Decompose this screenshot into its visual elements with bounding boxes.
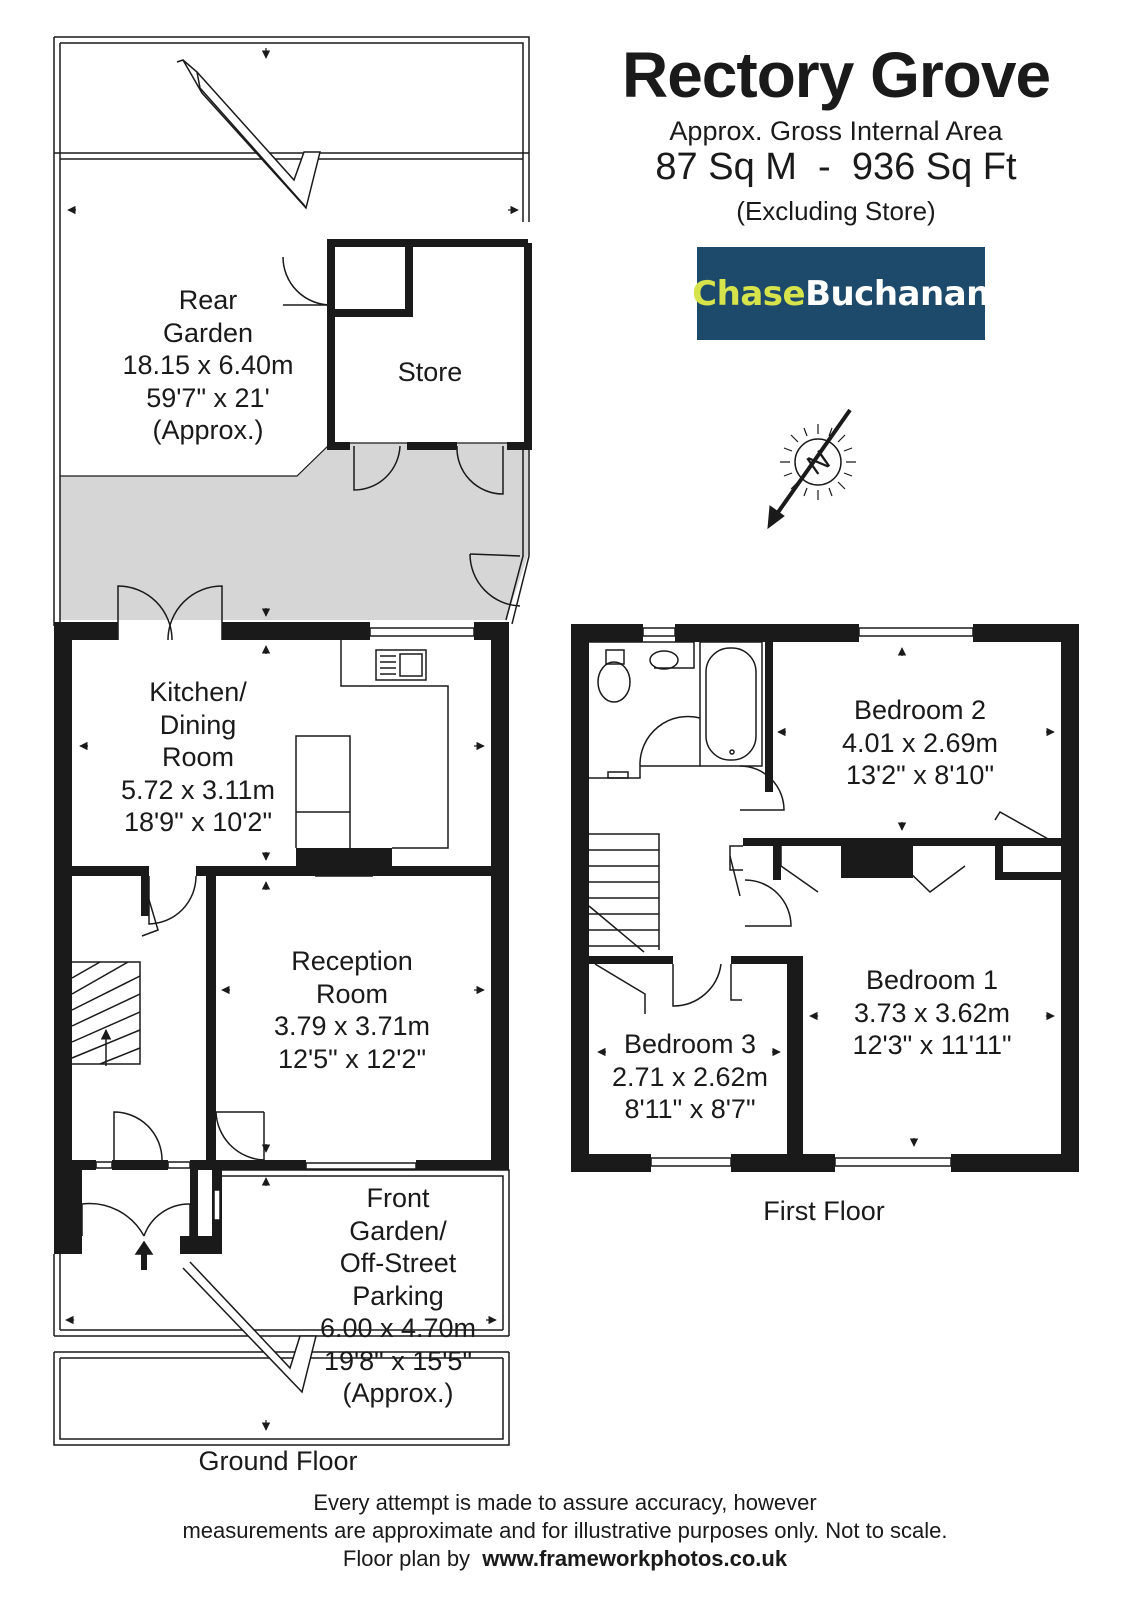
dimension-arrows — [65, 48, 1055, 1431]
floor-caption-ground: Ground Floor — [198, 1446, 358, 1476]
first-floor-fixtures — [588, 627, 1051, 1167]
rear-garden — [53, 36, 530, 626]
room-label-store: Store — [397, 357, 463, 387]
patio-area — [60, 443, 528, 620]
store-walls — [327, 239, 532, 450]
first-floor-walls — [571, 624, 1079, 1172]
ground-floor-fixtures — [71, 585, 475, 1270]
disclaimer: Every attempt is made to assure accuracy… — [182, 1490, 948, 1571]
store-doors — [282, 256, 504, 495]
ground-floor-walls — [54, 622, 509, 1254]
front-garden — [53, 1169, 510, 1446]
logo-part2: Buchanan — [805, 273, 990, 314]
area-note: (Excluding Store) — [736, 196, 936, 226]
floor-caption-first: First Floor — [763, 1196, 885, 1226]
logo-part1: Chase — [692, 273, 806, 314]
compass-icon: N — [767, 408, 856, 530]
page-title: Rectory Grove — [621, 39, 1051, 111]
area-label: Approx. Gross Internal Area — [669, 116, 1003, 146]
area-value: 87 Sq M - 936 Sq Ft — [655, 146, 1017, 188]
credit-link[interactable]: www.frameworkphotos.co.uk — [482, 1546, 788, 1571]
